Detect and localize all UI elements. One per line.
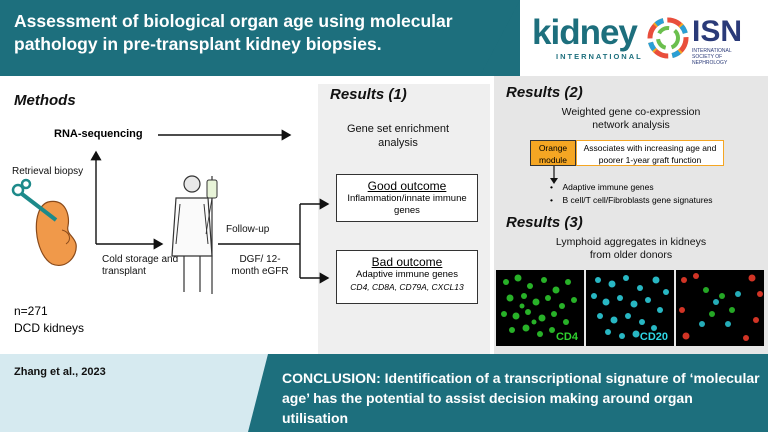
dgf-egfr-label: DGF/ 12-month eGFR: [231, 254, 289, 277]
bullet-adaptive-text: Adaptive immune genes: [562, 182, 654, 192]
dcd-kidneys-label: DCD kidneys: [14, 321, 85, 335]
isn-logo-sub: INTERNATIONAL SOCIETY OF NEPHROLOGY: [692, 48, 732, 66]
cd4-label: CD4: [555, 331, 578, 343]
wgcna-label: Weighted gene co-expression network anal…: [561, 106, 701, 131]
results3-title: Results (3): [506, 214, 583, 231]
iv-drip-icon: [205, 176, 218, 294]
isn-globe-icon: [647, 17, 689, 59]
good-outcome-box: Good outcome Inflammation/innate immune …: [336, 174, 478, 222]
orange-module-box: Orange module: [530, 140, 576, 166]
bad-outcome-genes: CD4, CD8A, CD79A, CXCL13: [350, 282, 464, 292]
cd20-label: CD20: [639, 331, 668, 343]
merged-stain-image: [679, 273, 763, 341]
bad-outcome-title: Bad outcome: [371, 255, 443, 269]
kidney-logo-sub: INTERNATIONAL: [556, 52, 643, 61]
page-title: Assessment of biological organ age using…: [14, 11, 453, 54]
follow-up-label: Follow-up: [226, 224, 270, 235]
retrieval-biopsy-label: Retrieval biopsy: [12, 166, 84, 177]
micrograph-cd4: CD4: [496, 270, 584, 346]
footer-conclusion-band: [268, 354, 768, 432]
rna-seq-label: RNA-sequencing: [54, 128, 143, 140]
conclusion-text: CONCLUSION: Identification of a transcri…: [282, 370, 760, 426]
micrograph-cd20: CD20: [586, 270, 674, 346]
cd4-stain-image: [501, 274, 577, 337]
bad-outcome-box: Bad outcome Adaptive immune genes CD4, C…: [336, 250, 478, 304]
results2-title: Results (2): [506, 84, 583, 101]
biopsy-needle-icon: [11, 178, 58, 222]
isn-logo-word: ISN: [692, 15, 743, 48]
bad-outcome-body: Adaptive immune genes: [356, 269, 458, 280]
isn-logo: ISN INTERNATIONAL SOCIETY OF NEPHROLOGY: [646, 14, 764, 66]
module-down-arrow: [550, 166, 558, 184]
header-banner: [0, 0, 520, 76]
good-outcome-title: Good outcome: [367, 179, 447, 193]
kidney-icon: [35, 200, 77, 266]
bullet-bcell-text: B cell/T cell/Fibroblasts gene signature…: [562, 195, 713, 205]
cd20-stain-image: [591, 275, 669, 339]
lymphoid-label: Lymphoid aggregates in kidneys from olde…: [555, 236, 707, 261]
bullet-bcell: • B cell/T cell/Fibroblasts gene signatu…: [550, 195, 713, 205]
bullet-adaptive: • Adaptive immune genes: [550, 182, 654, 192]
header-banner-tail: [480, 0, 520, 76]
citation: Zhang et al., 2023: [14, 366, 106, 378]
n-count: n=271: [14, 304, 48, 318]
association-box: Associates with increasing age and poore…: [576, 140, 724, 166]
gsea-label: Gene set enrichment analysis: [346, 123, 450, 149]
good-outcome-body: Inflammation/innate immune genes: [347, 193, 467, 216]
kidney-logo-word: kidney: [532, 13, 638, 52]
methods-title: Methods: [14, 92, 76, 109]
results1-title: Results (1): [330, 86, 407, 103]
methods-diagram: [11, 129, 330, 294]
footer-slant: [248, 354, 268, 432]
micrograph-merged: [676, 270, 764, 346]
kidney-international-logo: kidney INTERNATIONAL: [532, 14, 644, 66]
cold-storage-label: Cold storage and transplant: [102, 254, 179, 277]
